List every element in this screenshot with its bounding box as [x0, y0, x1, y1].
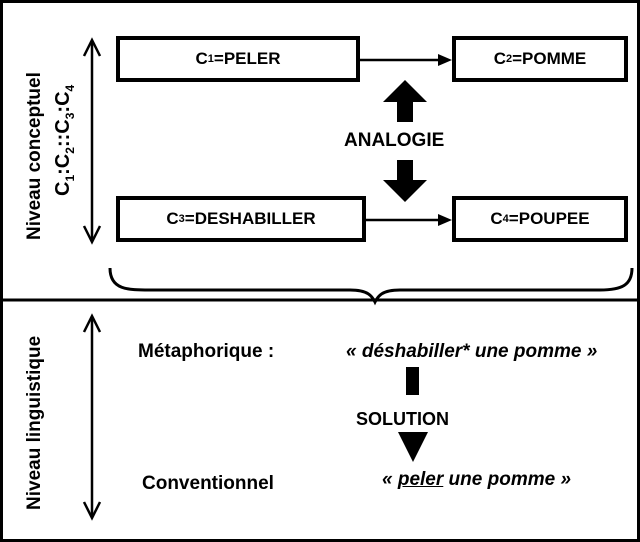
conceptual-range-arrow — [82, 37, 102, 245]
analogie-up-arrow — [383, 80, 427, 122]
analogie-down-arrow — [383, 160, 427, 202]
solution-down-arrow — [398, 432, 428, 462]
solution-bar — [406, 367, 419, 395]
analogy-formula: C1:C2::C3:C4 — [52, 84, 77, 196]
conceptual-level-label: Niveau conceptuel — [24, 72, 45, 240]
conventional-verb: peler — [397, 469, 444, 490]
brace — [108, 267, 634, 306]
arrow-c1-c2 — [360, 54, 452, 66]
conventional-expression: « peler une pomme » — [382, 469, 572, 490]
conventional-label: Conventionnel — [142, 473, 274, 494]
linguistic-range-arrow — [82, 313, 102, 521]
metaphoric-label: Métaphorique : — [138, 341, 275, 362]
solution-label: SOLUTION — [356, 409, 449, 429]
arrow-c3-c4 — [366, 214, 452, 226]
metaphoric-expression: « déshabiller* une pomme » — [346, 341, 598, 362]
linguistic-level-label: Niveau linguistique — [24, 335, 45, 510]
analogie-label: ANALOGIE — [344, 130, 445, 151]
